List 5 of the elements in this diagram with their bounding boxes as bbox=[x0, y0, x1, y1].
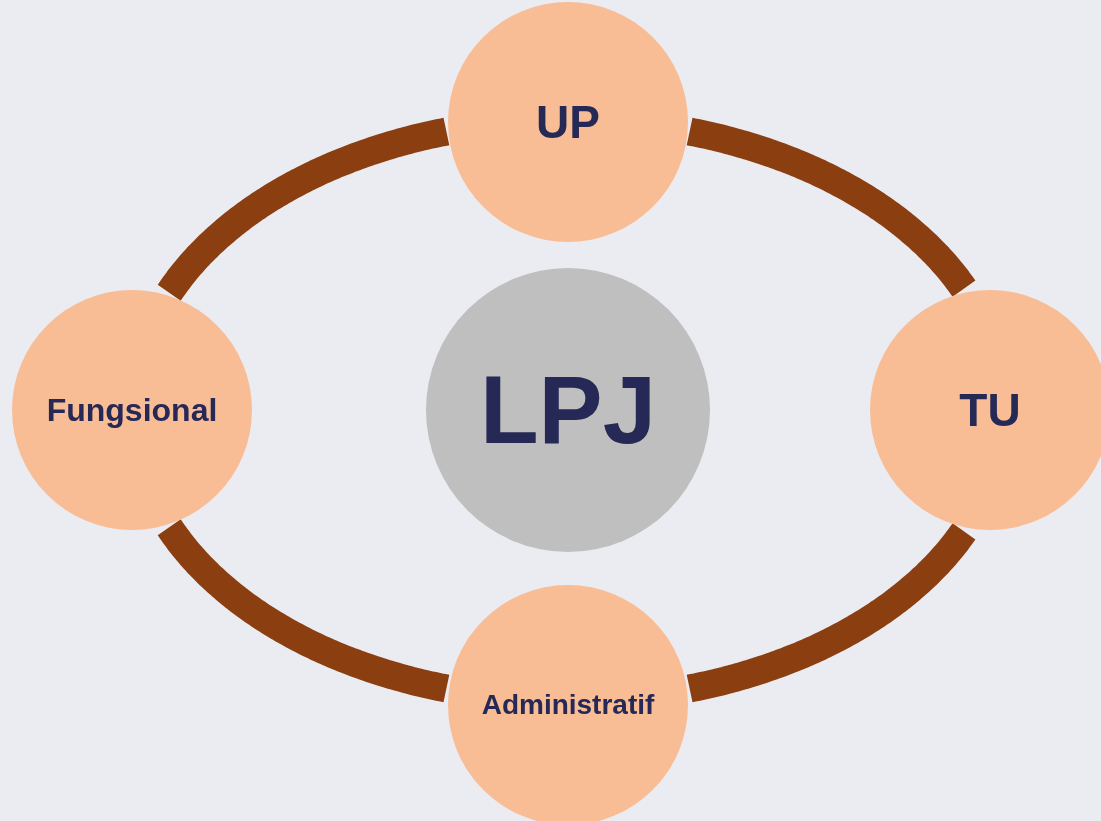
node-label: Administratif bbox=[481, 691, 655, 719]
node-label: Fungsional bbox=[46, 394, 218, 426]
node-label: LPJ bbox=[479, 362, 657, 458]
node-label: TU bbox=[959, 387, 1021, 433]
node-label: UP bbox=[536, 99, 600, 145]
